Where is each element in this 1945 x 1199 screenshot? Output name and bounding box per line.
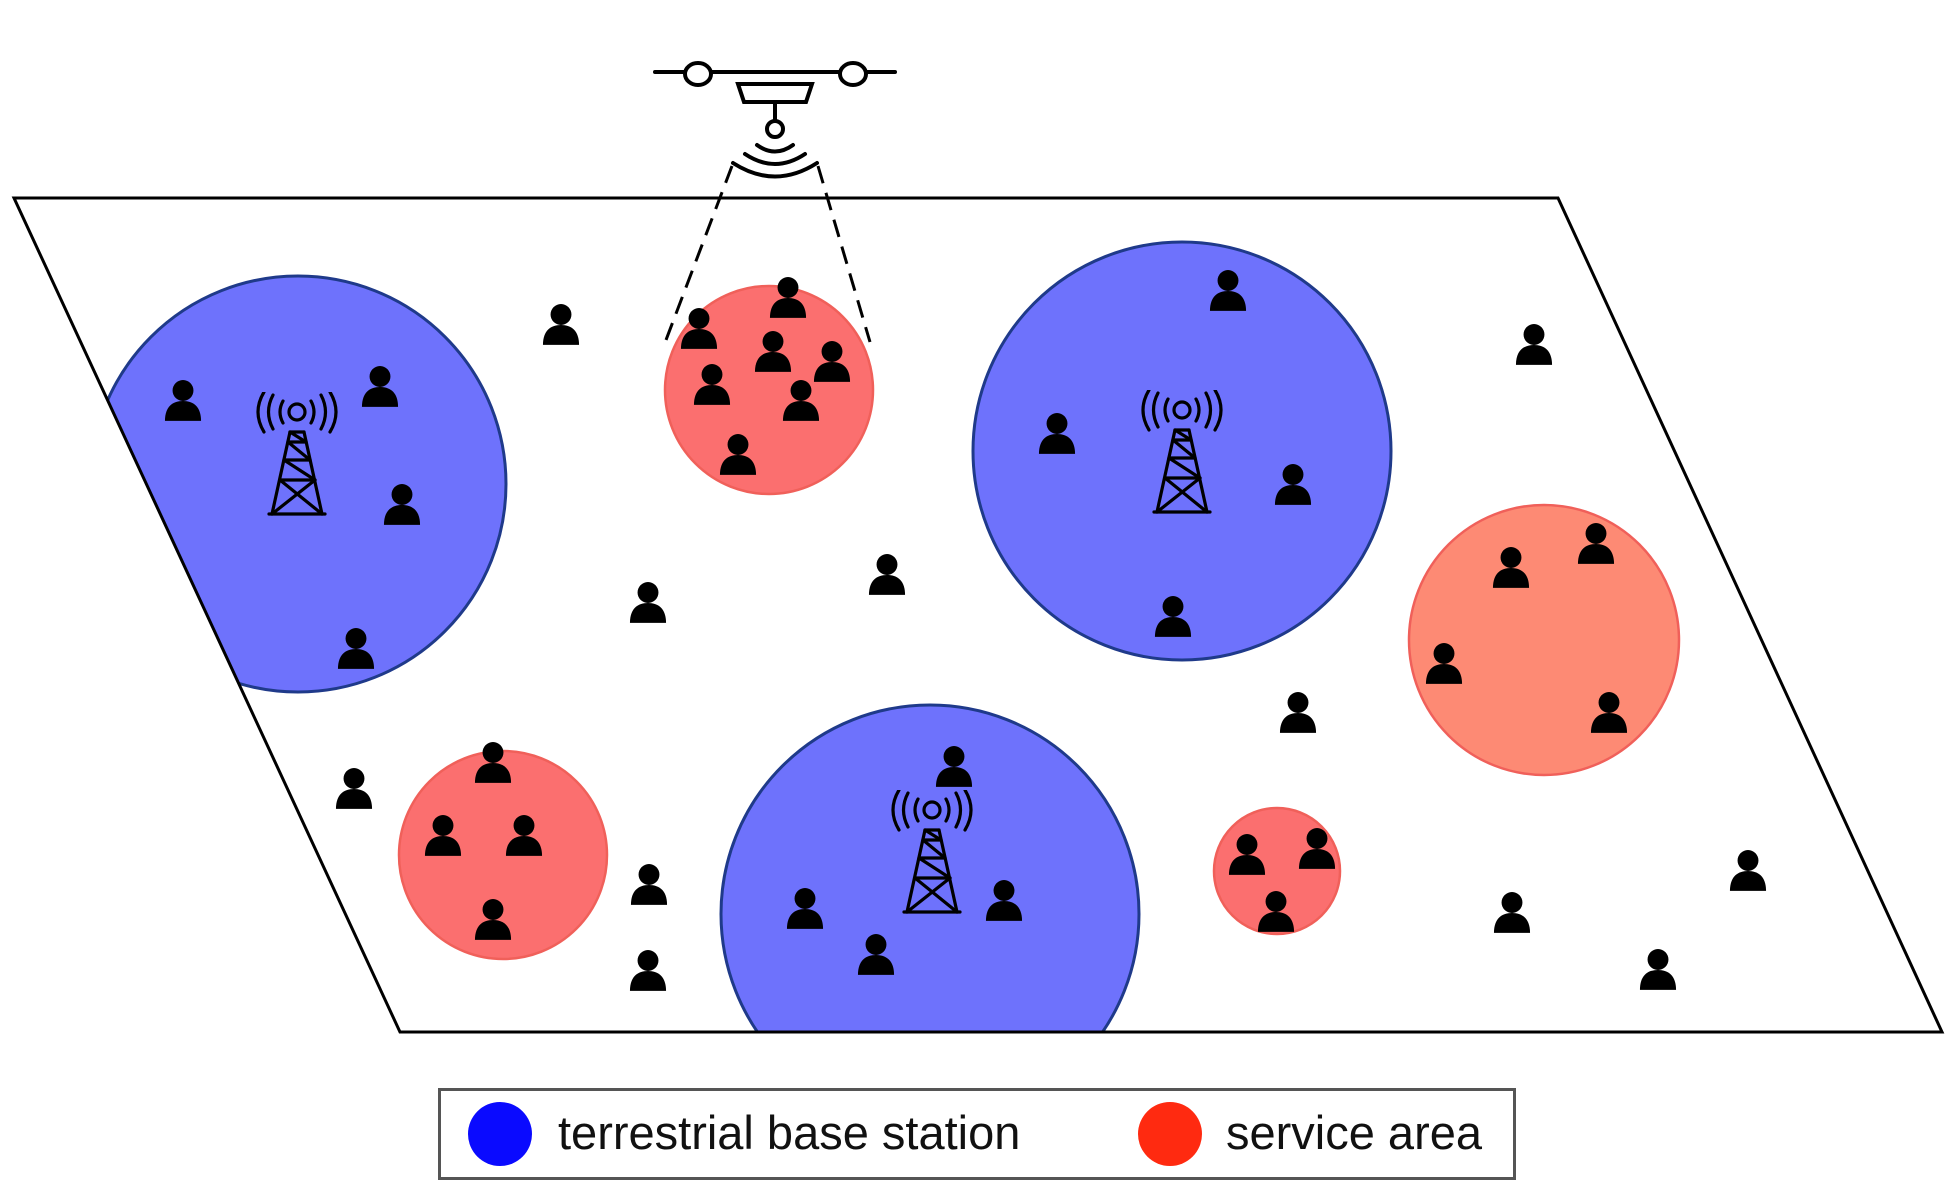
uav-beam	[664, 165, 872, 343]
ground-plane-outline	[11, 196, 1945, 1034]
base-station-area-left	[88, 274, 508, 694]
service-area-top	[663, 284, 875, 496]
service-area-right	[1407, 503, 1681, 777]
beam-left-edge	[664, 165, 734, 341]
legend-service-area-label: service area	[1226, 1106, 1482, 1159]
beam-right-edge	[816, 165, 872, 343]
legend-base-station-swatch	[468, 1102, 532, 1166]
legend-base-station-label: terrestrial base station	[558, 1106, 1021, 1159]
legend-service-area-swatch	[1138, 1102, 1202, 1166]
base-station-area-right	[971, 240, 1393, 662]
legend: terrestrial base station service area	[438, 1088, 1516, 1180]
drone-icon	[653, 61, 897, 179]
coverage-plane	[11, 196, 1945, 1034]
base-station-area-bottom	[719, 703, 1141, 1032]
